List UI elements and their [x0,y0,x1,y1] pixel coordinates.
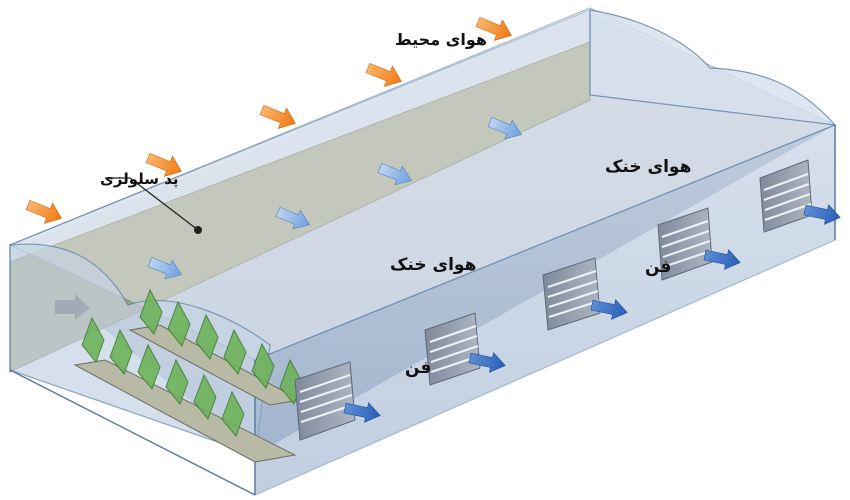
pad-leader-dot [194,226,202,234]
inlet-arrow [55,294,90,320]
cool-air-arrows [147,116,523,280]
pad-leader-line [105,177,199,231]
fan [424,312,481,386]
fan [294,361,356,441]
ambient-air-arrows [25,16,512,224]
fan [542,257,601,331]
label-fan-right: فن [645,257,671,277]
label-cool-air-bottom: هوای خنک [390,255,476,275]
label-ambient-air: هوای محیط [395,30,487,49]
label-fan-left: فن [405,358,431,378]
fan [657,207,713,281]
plants [81,288,303,437]
label-cellulose-pad: پد سلولزی [100,170,179,189]
exhaust-air-arrows [343,204,841,423]
right-arch [589,9,837,126]
label-cool-air-top: هوای خنک [605,157,691,177]
plant-bench [73,359,297,463]
